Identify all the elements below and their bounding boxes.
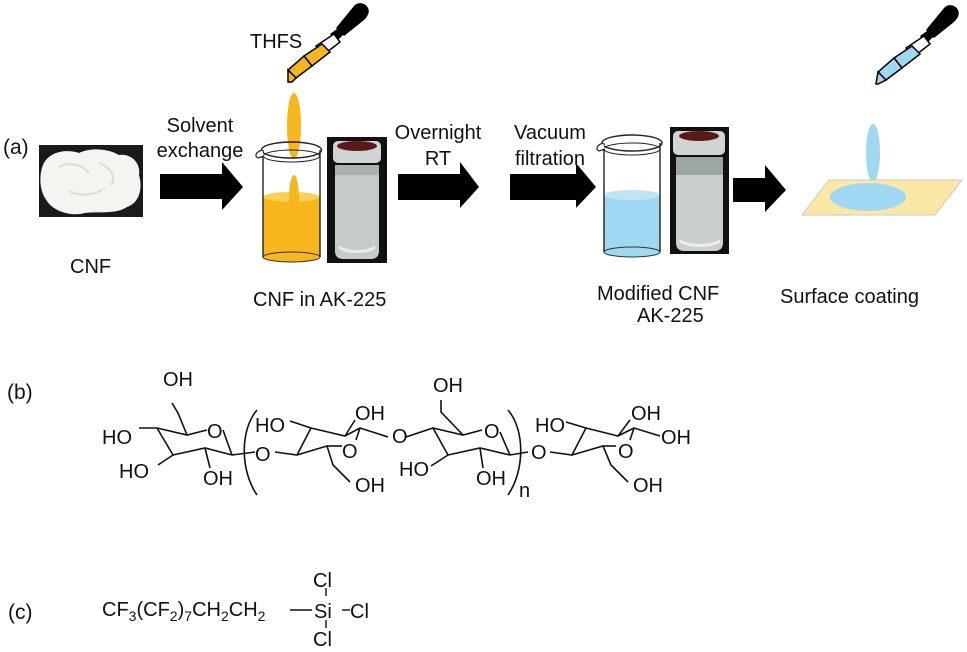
fluoroalkyl-chain: CF3(CF2)7CH2CH2 [102,599,266,624]
formula-cf: CF [102,599,129,621]
atom-oh: OH [355,475,385,497]
atom-ho: HO [102,427,132,449]
panel-c-label: (c) [8,601,33,624]
atom-oh: OH [476,468,506,490]
cellulose-bonds [139,400,661,483]
coating-droplet [866,124,880,182]
formula-cf2: (CF [136,599,170,621]
atom-si: Si [314,601,332,623]
atom-cl: Cl [313,570,332,592]
surface-coating-caption: Surface coating [780,286,919,308]
atom-o: O [618,441,634,463]
formula-sub: 7 [184,608,193,624]
atom-oh: OH [661,427,691,449]
beaker-icon-blue [596,134,663,258]
arrow-vacuum [510,163,596,208]
atom-ho: HO [119,461,149,483]
atom-oh: OH [203,468,233,490]
atom-cl: Cl [313,629,332,651]
arrow-solvent-exchange [160,162,243,210]
formula-sub: 2 [169,608,178,624]
vacuum-label-1: Vacuum [514,122,586,144]
atom-o: O [392,426,408,448]
vial-icon [333,141,381,259]
atom-cl: Cl [350,601,369,623]
formula-paren: ) [177,599,185,621]
atom-o: O [531,442,547,464]
repeat-subscript: n [519,480,530,502]
panel-b-label: (b) [7,381,33,404]
atom-oh: OH [163,369,193,391]
solvent-exchange-label-2: exchange [156,140,244,162]
solvent-exchange-label-1: Solvent [166,115,234,137]
arrow-overnight [398,162,479,208]
thfs-label: THFS [250,31,303,53]
formula-ch: CH [192,599,221,621]
repeat-bracket-left [243,409,258,496]
modified-caption-1: Modified CNF [597,283,720,305]
formula-ch: CH [228,599,258,621]
dropper-icon-blue [875,5,959,85]
atom-oh: OH [633,475,663,497]
atom-ho: HO [399,459,429,481]
vial-icon [673,131,725,251]
atom-o: O [484,421,500,443]
overnight-label-2: RT [424,148,452,170]
formula-sub: 3 [128,608,137,624]
coating-spot [830,183,906,211]
cnf-photo [39,145,143,217]
atom-o: O [342,441,358,463]
atom-oh: OH [433,375,463,397]
atom-o: O [207,421,223,443]
atom-oh: OH [631,403,661,425]
atom-ho: HO [255,415,285,437]
vacuum-label-2: filtration [514,148,586,170]
vial-photo-modified [670,127,729,254]
panel-a-label: (a) [3,136,29,159]
dropper-icon-thfs [286,3,369,83]
atom-o: O [255,444,271,466]
repeat-bracket-right [507,409,522,496]
arrow-coating [733,165,786,212]
atom-oh: OH [355,403,385,425]
cnf-caption: CNF [70,256,112,278]
atom-ho: HO [535,415,565,437]
overnight-label-1: Overnight [394,122,482,144]
formula-sub: 2 [220,608,229,624]
cnf-in-ak225-caption: CNF in AK-225 [253,289,387,311]
formula-sub: 2 [257,608,266,624]
modified-caption-2: AK-225 [637,305,704,327]
vial-photo-ak225 [327,137,387,263]
cnf-cotton-icon [40,149,141,215]
